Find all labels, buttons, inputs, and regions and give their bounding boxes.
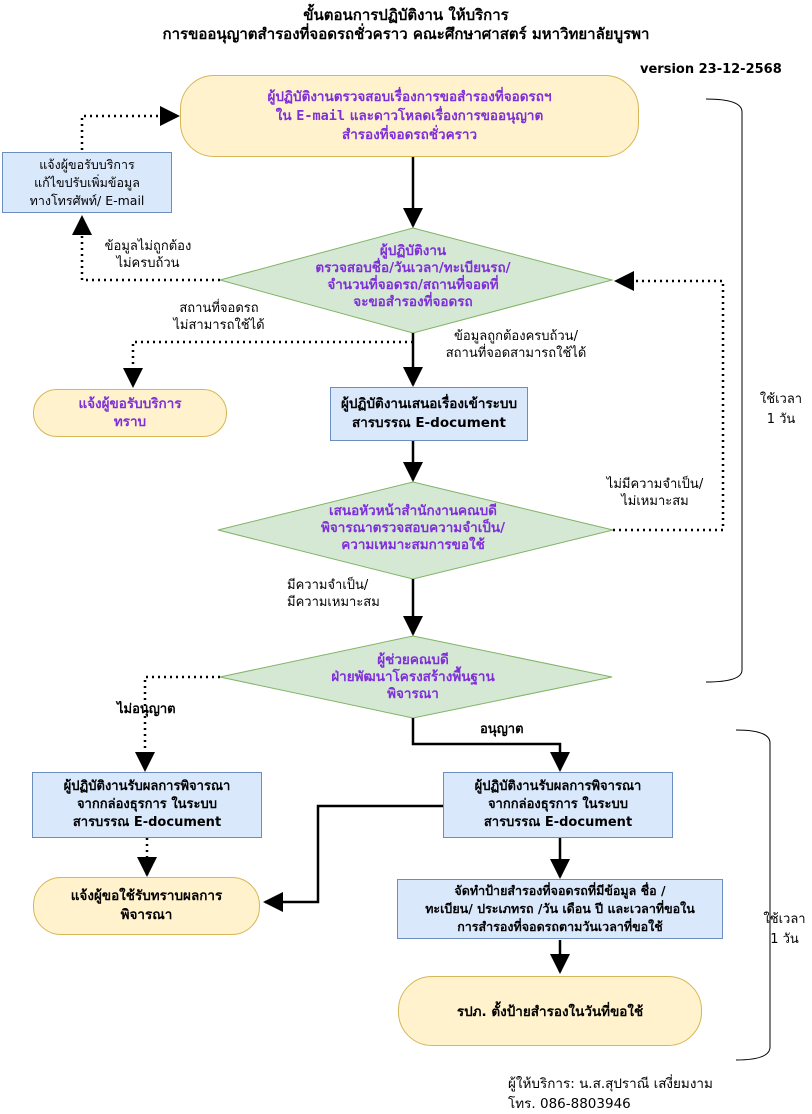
start-line-2a: ใน [275,107,297,124]
decision1-line-4: จะขอสำรองที่จอดรถ [353,294,473,310]
label-not-needed: ไม่มีความจำเป็น/ ไม่เหมาะสม [590,476,720,510]
decision1-line-3: จำนวนที่จอดรถ/สถานที่จอดที่ [327,277,499,293]
footer-phone: โทร. 086-8803946 [508,1096,631,1112]
arrow-result-to-notify [263,804,443,912]
decision3-line-1: ผู้ช่วยคณบดี [377,652,449,668]
notify-known-line-2: ทราบ [113,414,147,430]
result-right-line-3: สารบรรณ E-document [483,815,633,830]
label-not-needed-1: ไม่มีความจำเป็น/ [606,477,704,492]
label-needed-2: มีความเหมาะสม [287,595,380,610]
end-terminal: รปภ. ตั้งป้ายสำรองในวันที่ขอใช้ [398,976,702,1046]
decision1-text: ผู้ปฏิบัติงาน ตรวจสอบชื่อ/วันเวลา/ทะเบีย… [250,243,576,311]
make-sign-line-2: ทะเบียน/ ประเภทรถ /วัน เดือน ปี และเวลาท… [425,901,695,916]
notify-fix-box: แจ้งผู้ขอรับบริการ แก้ไขปรับเพิ่มข้อมูล … [2,152,172,213]
result-right-line-1: ผู้ปฏิบัติงานรับผลการพิจารณา [474,779,642,794]
label-incomplete: ข้อมูลไม่ถูกต้อง ไม่ครบถ้วน [84,238,212,272]
edoc-submit-box: ผู้ปฏิบัติงานเสนอเรื่องเข้าระบบ สารบรรณ … [330,387,528,441]
label-incomplete-1: ข้อมูลไม่ถูกต้อง [104,239,192,254]
result-left-box: ผู้ปฏิบัติงานรับผลการพิจารณา จากกล่องธุร… [32,772,262,838]
notify-fix-line-2: แก้ไขปรับเพิ่มข้อมูล [34,174,140,190]
notify-result-terminal: แจ้งผู้ขอใช้รับทราบผลการ พิจารณา [33,877,260,935]
decision3-line-2: ฝ่ายพัฒนาโครงสร้างพื้นฐาน [331,669,495,685]
decision1-line-1: ผู้ปฏิบัติงาน [379,243,447,259]
start-line-1: ผู้ปฏิบัติงานตรวจสอบเรื่องการขอสำรองที่จ… [267,88,552,105]
decision2-text: เสนอหัวหน้าสำนักงานคณบดี พิจารณาตรวจสอบค… [258,503,568,554]
decision1-line-2: ตรวจสอบชื่อ/วันเวลา/ทะเบียนรถ/ [315,260,511,276]
time-note-2: ใช้เวลา 1 วัน [757,910,812,950]
label-incomplete-2: ไม่ครบถ้วน [116,256,180,271]
decision3-line-3: พิจารณา [387,686,439,702]
dotted-place-unavail [123,340,413,388]
notify-result-line-1: แจ้งผู้ขอใช้รับทราบผลการ [70,888,223,904]
notify-known-terminal: แจ้งผู้ขอรับบริการ ทราบ [33,389,227,437]
decision2-line-2: พิจารณาตรวจสอบความจำเป็น/ [320,520,506,536]
result-left-line-1: ผู้ปฏิบัติงานรับผลการพิจารณา [63,779,231,794]
start-line-3: สำรองที่จอดรถชั่วคราว [341,126,478,143]
time-note-1: ใช้เวลา 1 วัน [750,390,812,430]
footer: ผู้ให้บริการ: น.ส.สุปราณี เสงี่ยมงาม โทร… [508,1074,713,1114]
version-label: version 23-12-2568 [640,62,782,77]
footer-provider: ผู้ให้บริการ: น.ส.สุปราณี เสงี่ยมงาม [508,1076,713,1092]
dotted-not-needed [613,271,725,532]
notify-fix-line-1: แจ้งผู้ขอรับบริการ [39,156,135,172]
time-note-1-line-2: 1 วัน [766,412,796,427]
label-place-unavail-2: ไม่สามารถใช้ได้ [173,318,265,333]
label-complete-1: ข้อมูลถูกต้องครบถ้วน/ [454,329,578,344]
label-place-unavailable: สถานที่จอดรถ ไม่สามารถใช้ได้ [160,300,278,334]
time-brace-2 [735,729,771,1061]
end-text: รปภ. ตั้งป้ายสำรองในวันที่ขอใช้ [456,1004,644,1020]
time-note-2-line-2: 1 วัน [770,932,799,947]
title-line-1: ขั้นตอนการปฏิบัติงาน ให้บริการ [303,6,509,24]
result-left-line-3: สารบรรณ E-document [72,815,222,830]
time-brace-1 [705,98,743,683]
make-sign-line-1: จัดทำป้ายสำรองที่จอดรถที่มีข้อมูล ชื่อ / [454,883,666,898]
label-complete-2: สถานที่จอดสามารถใช้ได้ [445,346,587,361]
decision3-text: ผู้ช่วยคณบดี ฝ่ายพัฒนาโครงสร้างพื้นฐาน พ… [270,652,556,703]
label-not-approved: ไม่อนุญาต [117,702,176,717]
result-right-line-2: จากกล่องธุรการ ในระบบ [487,797,629,812]
make-sign-line-3: การสำรองที่จอดรถตามวันเวลาที่ขอใช้ [457,919,663,934]
edoc-submit-line-2: สารบรรณ E-document [351,415,506,431]
label-needed: มีความจำเป็น/ มีความเหมาะสม [287,577,407,611]
make-sign-box: จัดทำป้ายสำรองที่จอดรถที่มีข้อมูล ชื่อ /… [397,879,723,939]
label-needed-1: มีความจำเป็น/ [287,578,369,593]
result-left-line-2: จากกล่องธุรการ ในระบบ [76,797,218,812]
title-line-2: การขออนุญาตสำรองที่จอดรถชั่วคราว คณะศึกษ… [162,25,650,43]
start-line-2b: และดาวโหลดเรื่องการขออนุญาต [345,107,544,124]
dotted-not-approved [135,675,220,772]
arrow-approved [411,718,570,772]
label-not-needed-2: ไม่เหมาะสม [621,494,689,509]
dotted-incomplete [72,215,220,282]
start-line-2: ใน E-mail และดาวโหลดเรื่องการขออนุญาต [267,107,551,126]
result-right-box: ผู้ปฏิบัติงานรับผลการพิจารณา จากกล่องธุร… [443,772,673,838]
decision2-line-3: ความเหมาะสมการขอใช้ [341,537,485,553]
dotted-notify-to-start [80,106,180,150]
start-terminal: ผู้ปฏิบัติงานตรวจสอบเรื่องการขอสำรองที่จ… [180,75,639,157]
decision2-line-1: เสนอหัวหน้าสำนักงานคณบดี [329,503,497,519]
edoc-submit-line-1: ผู้ปฏิบัติงานเสนอเรื่องเข้าระบบ [340,396,518,412]
label-complete: ข้อมูลถูกต้องครบถ้วน/ สถานที่จอดสามารถใช… [430,328,602,362]
label-place-unavail-1: สถานที่จอดรถ [179,301,259,316]
start-email-word: E-mail [296,107,346,124]
page-title: ขั้นตอนการปฏิบัติงาน ให้บริการ การขออนุญ… [0,6,812,44]
notify-fix-line-3: ทางโทรศัพท์/ E-mail [29,192,145,208]
notify-known-line-1: แจ้งผู้ขอรับบริการ [78,396,182,412]
time-note-2-line-1: ใช้เวลา [763,912,806,927]
label-approved: อนุญาต [480,722,524,737]
notify-result-line-2: พิจารณา [120,907,173,923]
time-note-1-line-1: ใช้เวลา [759,392,803,407]
